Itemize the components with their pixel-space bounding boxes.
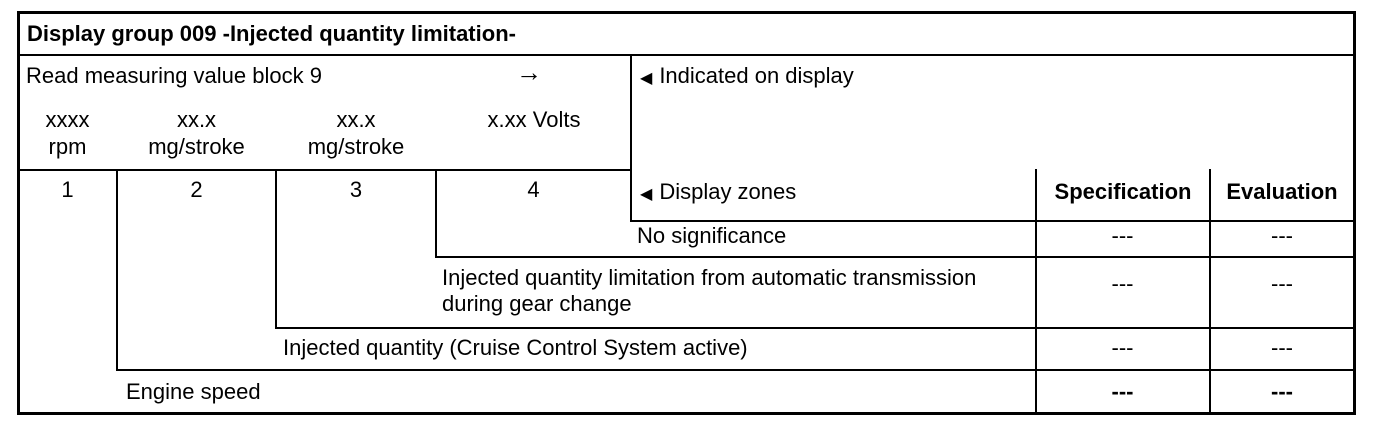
divider-zone1-right [116, 169, 118, 371]
unit-zone3-value: xx.x [336, 107, 376, 132]
specification-column-header: Specification [1054, 179, 1192, 204]
display-zones-label: Display zones [659, 179, 797, 204]
row-label-injected-quantity-limitation: Injected quantity limitation from automa… [442, 265, 977, 316]
divider-row3-bottom [116, 369, 1353, 371]
unit-zone2-unit: mg/stroke [148, 134, 245, 159]
row2-evaluation-value: --- [1271, 271, 1293, 296]
row-label-injected-quantity-cruise: Injected quantity (Cruise Control System… [283, 335, 748, 360]
unit-zone1: xxxx rpm [18, 106, 117, 160]
divider-row2-bottom [275, 327, 1353, 329]
unit-zone3-unit: mg/stroke [307, 134, 405, 159]
divider-zone2-right [275, 169, 277, 329]
divider-zones-row-top [20, 169, 632, 171]
unit-zone1-unit: rpm [48, 134, 87, 159]
left-triangle-icon: ◀ [640, 186, 653, 203]
row1-specification-value: --- [1111, 223, 1134, 248]
divider-row1-bottom [435, 256, 1353, 258]
row1-evaluation-value: --- [1271, 223, 1293, 248]
row3-evaluation-value: --- [1271, 335, 1293, 360]
unit-zone4-value: x.xx Volts [487, 107, 581, 132]
row4-evaluation-value: --- [1271, 379, 1293, 404]
table-outer-border [17, 11, 1356, 415]
indicated-on-display-label: Indicated on display [659, 63, 854, 88]
row-label-no-significance: No significance [637, 223, 787, 248]
zone-number-3: 3 [349, 177, 363, 202]
table-title: Display group 009 -Injected quantity lim… [27, 21, 516, 46]
zone-number-1: 1 [61, 177, 74, 202]
zone-number-2: 2 [190, 177, 203, 202]
unit-zone1-value: xxxx [45, 107, 90, 132]
advance-arrow-icon: → [516, 57, 542, 87]
row2-specification-value: --- [1111, 271, 1134, 296]
indicated-on-display-cell: ◀ Indicated on display [640, 63, 854, 91]
divider-display-cell-left [630, 54, 632, 222]
unit-zone2: xx.x mg/stroke [117, 106, 276, 160]
divider-specification-left [1035, 169, 1037, 412]
row4-specification-value: --- [1111, 379, 1134, 404]
left-triangle-icon: ◀ [640, 70, 653, 87]
read-measuring-value-label: Read measuring value block 9 [26, 63, 322, 88]
row3-specification-value: --- [1111, 335, 1134, 360]
evaluation-column-header: Evaluation [1226, 179, 1338, 204]
row-label-engine-speed: Engine speed [126, 379, 261, 404]
unit-zone2-value: xx.x [176, 107, 217, 132]
display-zones-cell: ◀ Display zones [640, 179, 796, 207]
zone-number-4: 4 [527, 177, 540, 202]
divider-title-bottom [20, 54, 1353, 56]
divider-zone3-right [435, 169, 437, 258]
unit-zone3: xx.x mg/stroke [276, 106, 436, 160]
unit-zone4: x.xx Volts [436, 106, 632, 133]
divider-evaluation-left [1209, 169, 1211, 412]
divider-display-zones-bottom [630, 220, 1353, 222]
